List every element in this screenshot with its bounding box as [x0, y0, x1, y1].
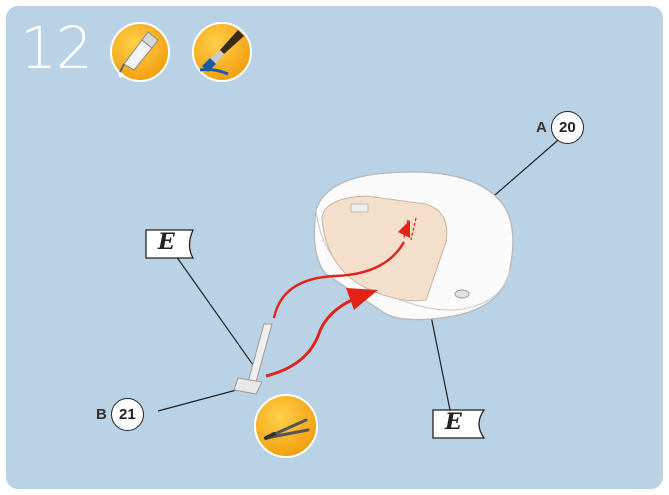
insertion-arrowhead-lower [346, 288, 378, 310]
step-number: 12 [20, 14, 93, 82]
leader-line-a [479, 127, 573, 209]
glue-bottle-icon [110, 22, 170, 82]
insertion-arrow-lower [265, 296, 357, 378]
flag-e-bottom-shape [432, 409, 486, 439]
callout-b: B 21 [96, 398, 144, 431]
assembly-illustration [145, 127, 573, 439]
leader-line-flag-e-top [175, 255, 259, 373]
leader-line-flag-e-bottom [429, 310, 451, 411]
insertion-arrow-upper [272, 241, 406, 319]
callout-a-letter: A [536, 119, 547, 136]
instruction-panel: 12 [6, 6, 663, 489]
flag-e-top-shape [145, 229, 195, 259]
paintbrush-icon [192, 22, 252, 82]
callout-b-number: 21 [110, 398, 144, 431]
callout-b-letter: B [96, 406, 107, 423]
callout-a-number: 20 [550, 111, 584, 144]
flag-e-top: E [158, 229, 175, 255]
leader-line-b [157, 387, 245, 412]
callout-a: A 20 [536, 111, 584, 144]
tweezers-icon [254, 394, 318, 458]
flag-e-bottom: E [445, 409, 462, 435]
part-b-pin [233, 323, 273, 395]
insertion-arrowhead-upper [398, 220, 410, 238]
part-a-housing [313, 171, 514, 321]
